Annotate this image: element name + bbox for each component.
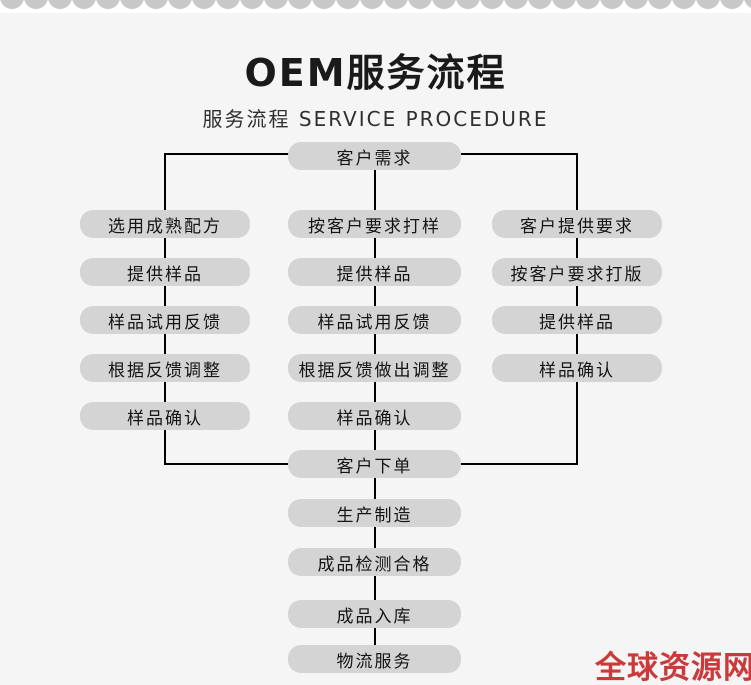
connector-line [374, 333, 376, 354]
connector-line [164, 153, 289, 155]
connector-line [374, 478, 376, 499]
node-use-mature-formula: 选用成熟配方 [80, 210, 250, 238]
node-adjust-per-feedback-mid: 根据反馈做出调整 [288, 354, 461, 382]
connector-line [164, 285, 166, 306]
connector-line [576, 153, 578, 210]
connector-line [374, 237, 376, 258]
site-watermark: 全球资源网 [595, 650, 751, 685]
node-sample-trial-feedback-left: 样品试用反馈 [80, 306, 250, 334]
connector-line [374, 576, 376, 600]
connector-line [164, 237, 166, 258]
connector-line [461, 153, 578, 155]
node-sample-per-customer-request: 按客户要求打样 [288, 210, 461, 238]
node-provide-sample-right: 提供样品 [492, 306, 662, 334]
node-adjust-per-feedback-left: 根据反馈调整 [80, 354, 250, 382]
connector-line [374, 285, 376, 306]
node-provide-sample-mid: 提供样品 [288, 258, 461, 286]
node-sample-confirm-left: 样品确认 [80, 402, 250, 430]
connector-line [164, 333, 166, 354]
node-sample-confirm-right: 样品确认 [492, 354, 662, 382]
torn-paper-edge-decoration [0, 0, 751, 13]
node-logistics-service: 物流服务 [288, 645, 461, 673]
page-subtitle: 服务流程 SERVICE PROCEDURE [202, 107, 549, 131]
connector-line [576, 333, 578, 354]
connector-line [374, 169, 376, 210]
connector-line [164, 381, 166, 402]
connector-line [164, 429, 166, 465]
node-provide-sample-left: 提供样品 [80, 258, 250, 286]
connector-line [164, 153, 166, 210]
connector-line [461, 463, 578, 465]
connector-line [576, 381, 578, 465]
connector-line [374, 628, 376, 645]
node-plate-per-customer-request: 按客户要求打版 [492, 258, 662, 286]
node-finished-product-inspection-pass: 成品检测合格 [288, 548, 461, 576]
node-sample-confirm-mid: 样品确认 [288, 402, 461, 430]
node-sample-trial-feedback-mid: 样品试用反馈 [288, 306, 461, 334]
connector-line [374, 381, 376, 402]
page-title: OEM服务流程 [244, 51, 507, 95]
connector-line [374, 527, 376, 548]
connector-line [576, 285, 578, 306]
connector-line [374, 429, 376, 450]
node-customer-needs: 客户需求 [288, 142, 461, 170]
node-customer-provides-requirements: 客户提供要求 [492, 210, 662, 238]
node-production-manufacturing: 生产制造 [288, 499, 461, 527]
node-customer-places-order: 客户下单 [288, 450, 461, 478]
connector-line [164, 463, 289, 465]
connector-line [576, 237, 578, 258]
node-finished-product-warehousing: 成品入库 [288, 600, 461, 628]
